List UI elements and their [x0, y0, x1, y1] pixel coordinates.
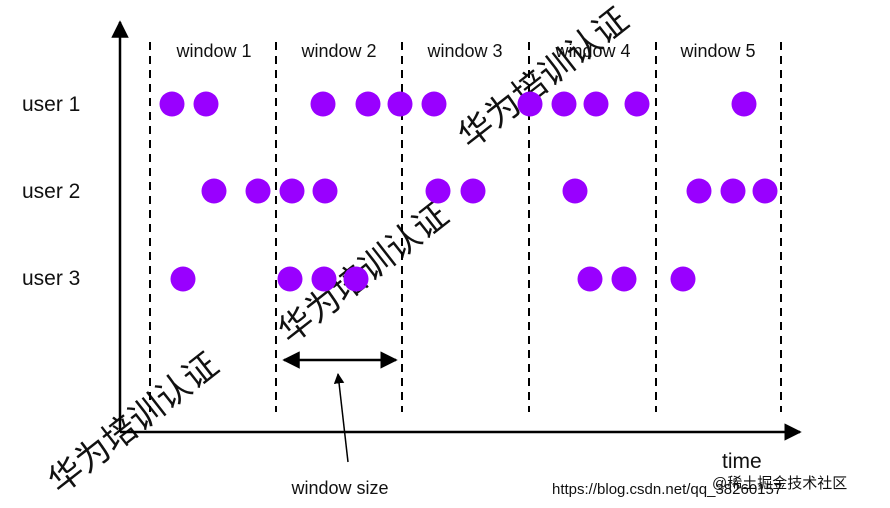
user-label-1: user 1 [22, 93, 80, 116]
event-dot-user3-3 [311, 266, 337, 292]
window-size-label: window size [290, 478, 388, 498]
event-dot-user3-1 [170, 266, 196, 292]
event-dot-user1-11 [731, 91, 757, 117]
user-labels: user 1 user 2 user 3 [22, 93, 80, 290]
event-dots [159, 91, 778, 292]
event-dot-user2-5 [425, 178, 451, 204]
event-dot-user3-6 [611, 266, 637, 292]
event-dot-user2-4 [312, 178, 338, 204]
event-dot-user2-1 [201, 178, 227, 204]
event-dot-user1-3 [310, 91, 336, 117]
footer-url: https://blog.csdn.net/qq_38260157 [552, 481, 782, 498]
watermark-3: 华为培训认证 [452, 1, 636, 157]
event-dot-user2-8 [686, 178, 712, 204]
event-dot-user3-7 [670, 266, 696, 292]
event-dot-user2-2 [245, 178, 271, 204]
event-dot-user1-4 [355, 91, 381, 117]
event-dot-user2-6 [460, 178, 486, 204]
event-dot-user1-7 [517, 91, 543, 117]
event-dot-user1-9 [583, 91, 609, 117]
event-dot-user3-5 [577, 266, 603, 292]
window-dividers [149, 42, 782, 412]
window-size-pointer [333, 372, 349, 463]
window-label-2: window 2 [300, 41, 376, 61]
watermark-1: 华为培训认证 [42, 346, 226, 502]
event-dot-user1-1 [159, 91, 185, 117]
event-dot-user1-2 [193, 91, 219, 117]
event-dot-user2-9 [720, 178, 746, 204]
user-label-2: user 2 [22, 180, 80, 203]
event-dot-user1-8 [551, 91, 577, 117]
window-label-4: window 4 [554, 41, 630, 61]
event-dot-user1-6 [421, 91, 447, 117]
window-label-3: window 3 [426, 41, 502, 61]
event-dot-user1-5 [387, 91, 413, 117]
event-dot-user3-4 [343, 266, 369, 292]
window-labels: window 1 window 2 window 3 window 4 wind… [175, 41, 755, 61]
footer-credit: @稀土掘金技术社区 [712, 475, 847, 492]
event-dot-user2-7 [562, 178, 588, 204]
window-label-5: window 5 [679, 41, 755, 61]
watermark-group: 华为培训认证 华为培训认证 华为培训认证 [42, 1, 636, 502]
event-dot-user2-3 [279, 178, 305, 204]
time-label: time [722, 450, 762, 473]
user-label-3: user 3 [22, 267, 80, 290]
event-dot-user2-10 [752, 178, 778, 204]
event-dot-user3-2 [277, 266, 303, 292]
event-dot-user1-10 [624, 91, 650, 117]
window-label-1: window 1 [175, 41, 251, 61]
